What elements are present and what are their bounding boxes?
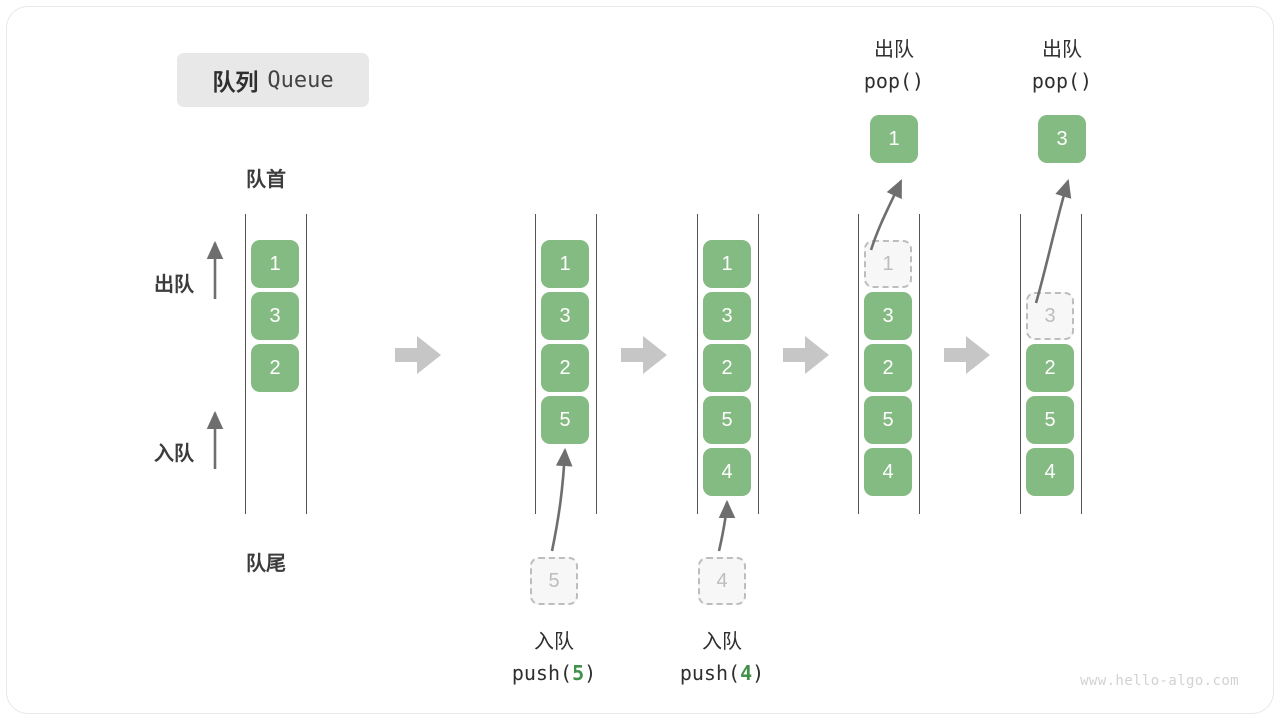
enqueue-direction-label: 入队 <box>154 443 194 465</box>
pop-1-label-code: pop() <box>863 69 925 93</box>
transition-arrow <box>944 336 990 374</box>
rail-right <box>758 214 759 514</box>
queue-cell: 2 <box>703 344 751 392</box>
queue-cell: 2 <box>251 344 299 392</box>
pop-1-label: 出队 pop() <box>794 35 994 97</box>
transition-arrow <box>621 336 667 374</box>
transition-arrow <box>783 336 829 374</box>
queue-cell-popped: 3 <box>1026 292 1074 340</box>
queue-cell: 5 <box>864 396 912 444</box>
queue-cell: 5 <box>1026 396 1074 444</box>
push-4-label: 入队 push(4) <box>622 627 822 689</box>
title-badge: 队列 Queue <box>177 53 369 107</box>
dequeue-direction-label: 出队 <box>154 274 194 296</box>
rail-right <box>306 214 307 514</box>
rail-left <box>697 214 698 514</box>
transition-arrow <box>395 336 441 374</box>
queue-cell: 2 <box>541 344 589 392</box>
queue-cell: 4 <box>864 448 912 496</box>
watermark: www.hello-algo.com <box>1080 673 1239 689</box>
queue-cell: 2 <box>1026 344 1074 392</box>
rail-right <box>596 214 597 514</box>
push-5-label: 入队 push(5) <box>454 627 654 689</box>
rail-left <box>535 214 536 514</box>
pop-1-label-cn: 出队 <box>874 39 914 61</box>
push-4-label-cn: 入队 <box>702 631 742 653</box>
popped-cell-3: 3 <box>1038 115 1086 163</box>
push-5-arrow <box>550 447 573 552</box>
title-cn: 队列 <box>212 69 259 95</box>
pop-3-arrow <box>1034 179 1072 304</box>
queue-cell-new: 4 <box>703 448 751 496</box>
pop-3-label-code: pop() <box>1031 69 1093 93</box>
queue-cell: 3 <box>251 292 299 340</box>
title-en: Queue <box>267 67 334 93</box>
rail-left <box>245 214 246 514</box>
rail-right <box>1081 214 1082 514</box>
pop-3-label-cn: 出队 <box>1042 39 1082 61</box>
rail-left <box>858 214 859 514</box>
queue-cell: 4 <box>1026 448 1074 496</box>
push-5-label-code: push(5) <box>511 661 597 685</box>
queue-head-label: 队首 <box>246 169 286 191</box>
queue-cell-new: 5 <box>541 396 589 444</box>
queue-cell: 3 <box>541 292 589 340</box>
rail-left <box>1020 214 1021 514</box>
queue-cell: 2 <box>864 344 912 392</box>
queue-cell: 3 <box>703 292 751 340</box>
pop-3-label: 出队 pop() <box>962 35 1162 97</box>
queue-cell: 1 <box>251 240 299 288</box>
push-4-label-code: push(4) <box>679 661 765 685</box>
queue-cell: 5 <box>703 396 751 444</box>
queue-cell: 3 <box>864 292 912 340</box>
queue-cell: 1 <box>703 240 751 288</box>
diagram-card: 队列 Queue 队首 队尾 出队 入队 1 3 2 1 3 2 5 5 入队 … <box>6 6 1274 714</box>
rail-right <box>919 214 920 514</box>
popped-cell-1: 1 <box>870 115 918 163</box>
arrow-overlay <box>206 179 1072 552</box>
queue-cell-popped: 1 <box>864 240 912 288</box>
push-source-cell-5: 5 <box>530 557 578 605</box>
queue-tail-label: 队尾 <box>246 553 286 575</box>
push-5-label-cn: 入队 <box>534 631 574 653</box>
push-source-cell-4: 4 <box>698 557 746 605</box>
queue-cell: 1 <box>541 240 589 288</box>
push-4-arrow <box>717 499 736 552</box>
